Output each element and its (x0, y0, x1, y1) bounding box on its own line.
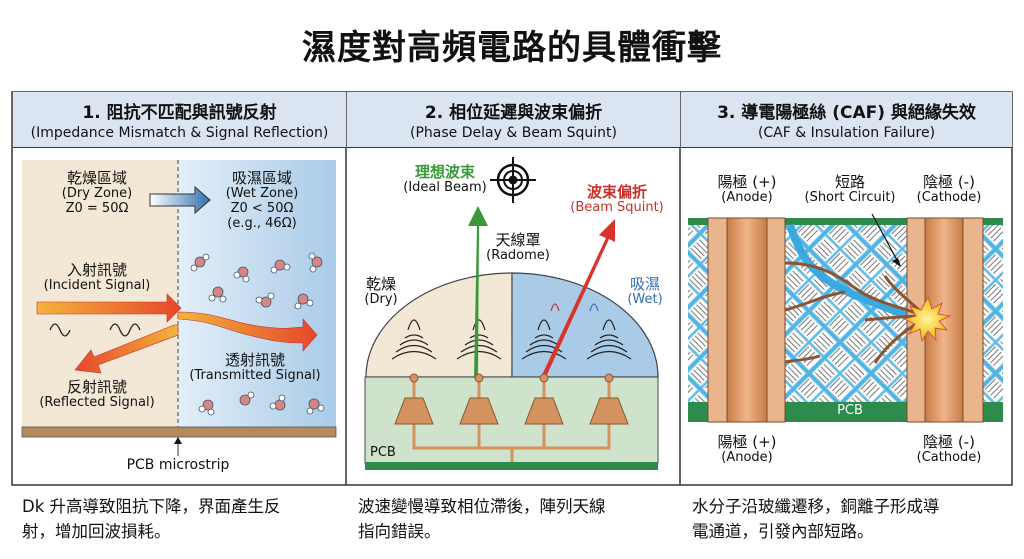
panel3-graphic (688, 213, 1003, 423)
wet-label: 吸濕(Wet) (627, 275, 663, 308)
wet-zone-label: 吸濕區域(Wet Zone)Z0 < 50Ω(e.g., 46Ω) (225, 169, 299, 232)
panel1-caption: Dk 升高導致阻抗下降，界面產生反射，增加回波損耗。 (22, 497, 281, 541)
radiation-wave-icons (391, 319, 632, 360)
panel1-title: 1. 阻抗不匹配與訊號反射 (82, 103, 277, 123)
panel2-caption: 波速變慢導致相位滯後，陣列天線指向錯誤。 (358, 497, 606, 541)
incident-arrow (36, 293, 182, 323)
panel2-title: 2. 相位延遲與波束偏折 (424, 103, 603, 123)
cathode-top-label: 陰極 (-)(Cathode) (916, 173, 982, 206)
signal-wave-icon (49, 323, 141, 337)
panel3-title: 3. 導電陽極絲 (CAF) 與絕緣失效 (717, 103, 976, 123)
panel1-header: 1. 阻抗不匹配與訊號反射 (Impedance Mismatch & Sign… (13, 92, 346, 148)
panel2-subtitle: (Phase Delay & Beam Squint) (410, 125, 617, 141)
microstrip (21, 426, 337, 438)
transmitted-arrow (177, 311, 318, 352)
squint-beam-arrow (542, 219, 615, 377)
anode-bottom-label: 陽極 (+)(Anode) (717, 433, 777, 466)
spark-icon (902, 295, 952, 343)
dry-zone-label: 乾燥區域(Dry Zone)Z0 = 50Ω (61, 169, 133, 217)
antenna-feed-network (394, 373, 629, 462)
panel1-subtitle: (Impedance Mismatch & Signal Reflection) (30, 125, 329, 141)
target-icon (490, 157, 536, 203)
radome-label: 天線罩(Radome) (486, 231, 550, 264)
dry-label: 乾燥(Dry) (364, 275, 398, 308)
panel3-header: 3. 導電陽極絲 (CAF) 與絕緣失效 (CAF & Insulation F… (681, 92, 1012, 148)
panel2-graphic (364, 157, 659, 470)
pcb-label: PCB (370, 445, 396, 460)
radome-wet (511, 272, 659, 378)
short-circuit-label: 短路(Short Circuit) (804, 173, 896, 206)
anode-via (707, 217, 786, 423)
panel3-subtitle: (CAF & Insulation Failure) (757, 125, 936, 141)
beam-squint-label: 波束偏折(Beam Squint) (570, 183, 664, 216)
transmitted-signal-label: 透射訊號(Transmitted Signal) (189, 351, 321, 384)
pcb-label: PCB (837, 403, 863, 418)
water-molecule-icon (190, 252, 325, 416)
pcb-microstrip-label: PCB microstrip (126, 457, 230, 473)
incident-signal-label: 入射訊號(Incident Signal) (43, 261, 151, 294)
ideal-beam-arrow (468, 206, 488, 378)
cathode-via (906, 217, 984, 423)
ideal-beam-label: 理想波束(Ideal Beam) (403, 163, 487, 196)
panel1-graphic (21, 160, 337, 456)
reflected-arrow (74, 324, 179, 374)
panel3-caption: 水分子沿玻纖遷移，銅離子形成導電通道，引發內部短路。 (692, 497, 940, 541)
dry-to-wet-arrow (149, 185, 211, 215)
panel2-header: 2. 相位延遲與波束偏折 (Phase Delay & Beam Squint) (347, 92, 680, 148)
page-title: 濕度對高頻電路的具體衝擊 (302, 28, 722, 68)
anode-top-label: 陽極 (+)(Anode) (717, 173, 777, 206)
reflected-signal-label: 反射訊號(Reflected Signal) (39, 378, 155, 411)
cathode-bottom-label: 陰極 (-)(Cathode) (916, 433, 982, 466)
